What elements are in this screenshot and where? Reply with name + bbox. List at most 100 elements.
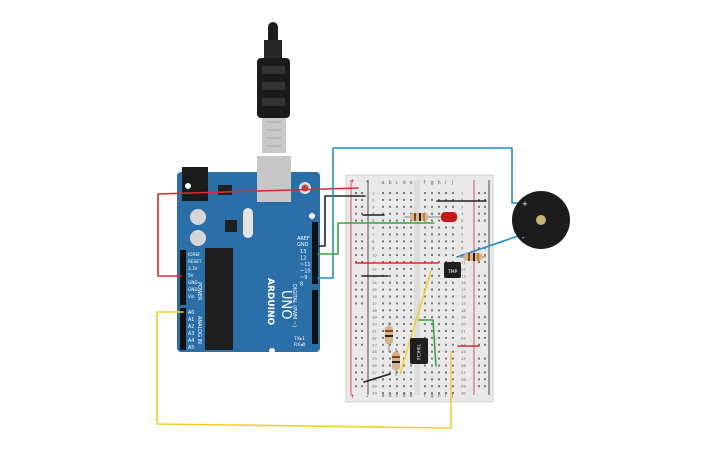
wire-blue-buzzer <box>317 147 521 279</box>
arduino-board: ARDUINO UNO DIGITAL (PWM ~) POWER ANALOG… <box>177 156 320 354</box>
row-label: 1 <box>372 191 375 196</box>
rail-minus-top: - <box>366 178 368 185</box>
row-label: 23 <box>461 342 466 347</box>
digital-pin-label: 13 <box>300 249 306 255</box>
wire-yellow-analog <box>156 311 452 429</box>
row-label: 29 <box>372 384 377 389</box>
row-label: 3 <box>372 204 375 209</box>
row-label: 7 <box>372 232 375 237</box>
arduino-brand: ARDUINO <box>265 278 275 326</box>
sensor-label: TMP <box>447 269 458 275</box>
row-label: 14 <box>461 280 466 285</box>
analog-pin-label: A1 <box>188 317 194 323</box>
wire-red-5v <box>157 187 359 277</box>
row-label: 24 <box>372 349 377 354</box>
row-label: 23 <box>372 342 377 347</box>
power-pin-label: 5V <box>188 273 194 278</box>
row-label: 28 <box>461 377 466 382</box>
wire-green-led <box>317 222 435 255</box>
power-pin-label: GND <box>188 280 198 285</box>
column-label: g <box>431 393 434 399</box>
row-label: 20 <box>461 322 466 327</box>
row-label: 22 <box>372 335 377 340</box>
rail-plus-bottom: + <box>350 393 355 400</box>
piezo-buzzer: + - <box>512 191 570 249</box>
row-label: 12 <box>461 266 466 271</box>
wire-yellow-sensor <box>399 270 432 375</box>
row-label: 18 <box>372 308 377 313</box>
column-label: a <box>382 180 385 186</box>
analog-label: ANALOG IN <box>196 316 202 344</box>
aref-label: AREF <box>297 236 310 242</box>
column-label: d <box>403 393 406 399</box>
row-label: 5 <box>461 218 464 223</box>
analog-pin-label: A3 <box>188 331 194 337</box>
row-label: 27 <box>372 370 377 375</box>
tx-label: TX▸1 <box>293 336 305 342</box>
row-label: 16 <box>372 294 377 299</box>
microcontroller-chip <box>205 248 233 350</box>
analog-pin-label: A4 <box>188 338 194 344</box>
row-label: 12 <box>372 266 377 271</box>
row-label: 21 <box>461 329 466 334</box>
analog-pin-label: A5 <box>188 345 194 351</box>
row-label: 15 <box>461 287 466 292</box>
row-label: 22 <box>461 335 466 340</box>
column-label: e <box>410 393 413 399</box>
column-label: e <box>410 180 413 186</box>
row-label: 4 <box>372 211 375 216</box>
digital-pin-label: 12 <box>300 256 306 262</box>
row-label: 19 <box>372 315 377 320</box>
column-label: a <box>382 393 385 399</box>
digital-pin-label: ~10 <box>300 269 311 275</box>
row-label: 9 <box>461 246 464 251</box>
buzzer-plus-label: + <box>522 200 528 208</box>
resistor-sensor <box>460 253 486 261</box>
row-label: 4 <box>461 211 464 216</box>
column-label: g <box>431 180 434 186</box>
power-pin-label: RESET <box>188 259 202 264</box>
buzzer-minus-label: - <box>522 234 525 242</box>
components: TMP 74HC14 + - <box>385 191 570 376</box>
temperature-sensor: TMP <box>444 262 461 278</box>
digital-label: DIGITAL (PWM ~) <box>291 284 297 327</box>
row-label: 7 <box>461 232 464 237</box>
power-label: POWER <box>196 282 202 301</box>
row-label: 17 <box>372 301 377 306</box>
usb-cable <box>257 22 290 153</box>
row-label: 6 <box>372 225 375 230</box>
chip-label: 74HC14 <box>416 344 421 360</box>
column-label: h <box>438 393 441 399</box>
row-label: 1 <box>461 191 464 196</box>
row-label: 9 <box>372 246 375 251</box>
row-label: 3 <box>461 204 464 209</box>
resistor-vertical-1 <box>385 322 393 352</box>
column-label: b <box>389 180 392 186</box>
power-pin-label: 3.3V <box>188 266 198 271</box>
row-label: 5 <box>372 218 375 223</box>
row-label: 11 <box>461 260 466 265</box>
wire-black-gnd <box>317 195 366 247</box>
row-label: 13 <box>461 273 466 278</box>
power-pin-label: IOREF <box>188 252 201 257</box>
gnd-label: GND <box>297 242 309 248</box>
usb-port <box>257 156 291 202</box>
column-label: b <box>389 393 392 399</box>
row-label: 16 <box>461 294 466 299</box>
row-label: 30 <box>372 391 377 396</box>
ic-chip: 74HC14 <box>410 338 428 364</box>
digital-pin-label: ~9 <box>300 275 307 281</box>
column-label: j <box>451 180 453 186</box>
power-pin-label: GND <box>188 287 198 292</box>
row-label: 6 <box>461 225 464 230</box>
row-label: 2 <box>461 197 464 202</box>
analog-pin-label: A2 <box>188 324 194 330</box>
row-label: 20 <box>372 322 377 327</box>
analog-pin-label: A0 <box>188 310 194 316</box>
column-label: f <box>424 393 426 399</box>
row-label: 2 <box>372 197 375 202</box>
row-label: 17 <box>461 301 466 306</box>
column-label: c <box>396 393 399 399</box>
